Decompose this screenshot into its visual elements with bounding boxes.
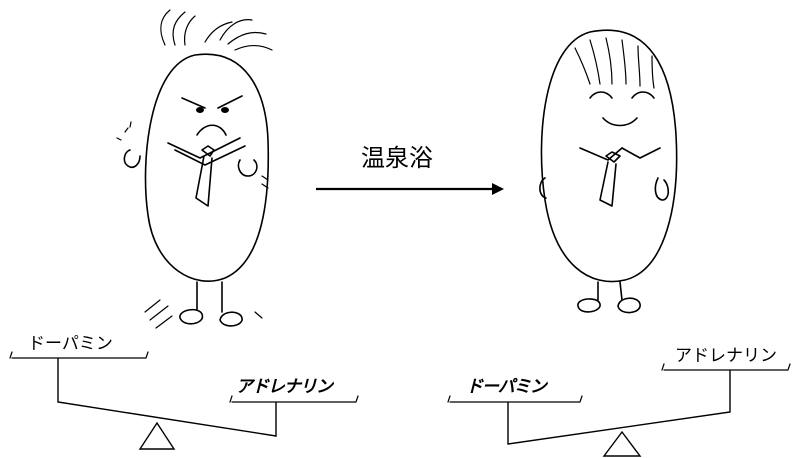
left-adrenaline-label: アドレナリン (236, 377, 333, 397)
right-adrenaline-pan (661, 363, 791, 371)
left-dopamine-pan (9, 351, 149, 359)
right-balance (447, 363, 791, 457)
angry-character (116, 9, 273, 329)
right-fulcrum (602, 430, 642, 457)
right-dopamine-label: ドーパミン (466, 377, 547, 397)
right-dopamine-pan (447, 395, 583, 403)
process-arrow (316, 183, 504, 195)
left-beam (57, 358, 277, 437)
right-adrenaline-label: アドレナリン (675, 346, 777, 366)
left-balance (9, 351, 359, 450)
left-adrenaline-pan (229, 395, 359, 403)
left-fulcrum (138, 421, 176, 450)
left-dopamine-label: ドーパミン (28, 334, 113, 354)
happy-character (539, 29, 678, 314)
process-label: 温泉浴 (361, 144, 433, 172)
right-beam (507, 370, 731, 445)
